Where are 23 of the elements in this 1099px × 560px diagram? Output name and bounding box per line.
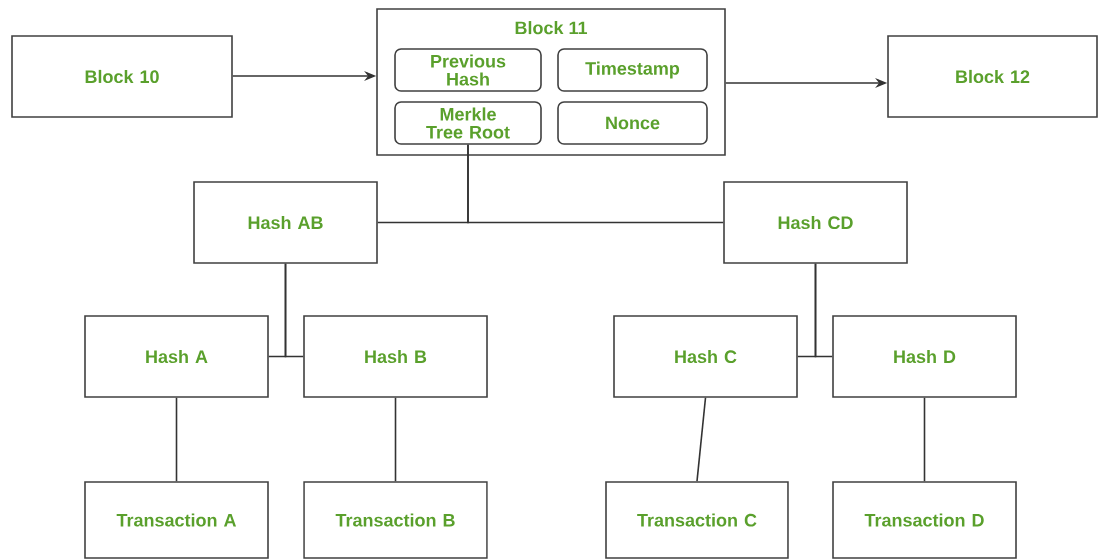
hash-box: Hash A bbox=[84, 315, 269, 398]
hash-box: Block 12 bbox=[887, 35, 1098, 118]
hash-box: Hash D bbox=[832, 315, 1017, 398]
hash-box: Transaction D bbox=[832, 481, 1017, 559]
connector bbox=[284, 263, 304, 358]
hash-box: Transaction C bbox=[605, 481, 789, 559]
field-box: Merkle Tree Root bbox=[394, 101, 542, 145]
hash-box: Block 10 bbox=[11, 35, 233, 118]
hash-box: Hash B bbox=[303, 315, 488, 398]
connector bbox=[394, 397, 397, 482]
hash-box: Transaction B bbox=[303, 481, 488, 559]
hash-box: Hash AB bbox=[193, 181, 378, 264]
field-box: Nonce bbox=[557, 101, 708, 145]
connector bbox=[814, 263, 833, 358]
connector bbox=[696, 397, 707, 482]
connector bbox=[467, 144, 724, 224]
hash-box: Hash CD bbox=[723, 181, 908, 264]
field-box: Previous Hash bbox=[394, 48, 542, 92]
connector bbox=[923, 397, 926, 482]
field-box: Timestamp bbox=[557, 48, 708, 92]
connector bbox=[175, 397, 178, 482]
hash-box: Hash C bbox=[613, 315, 798, 398]
hash-box: Transaction A bbox=[84, 481, 269, 559]
